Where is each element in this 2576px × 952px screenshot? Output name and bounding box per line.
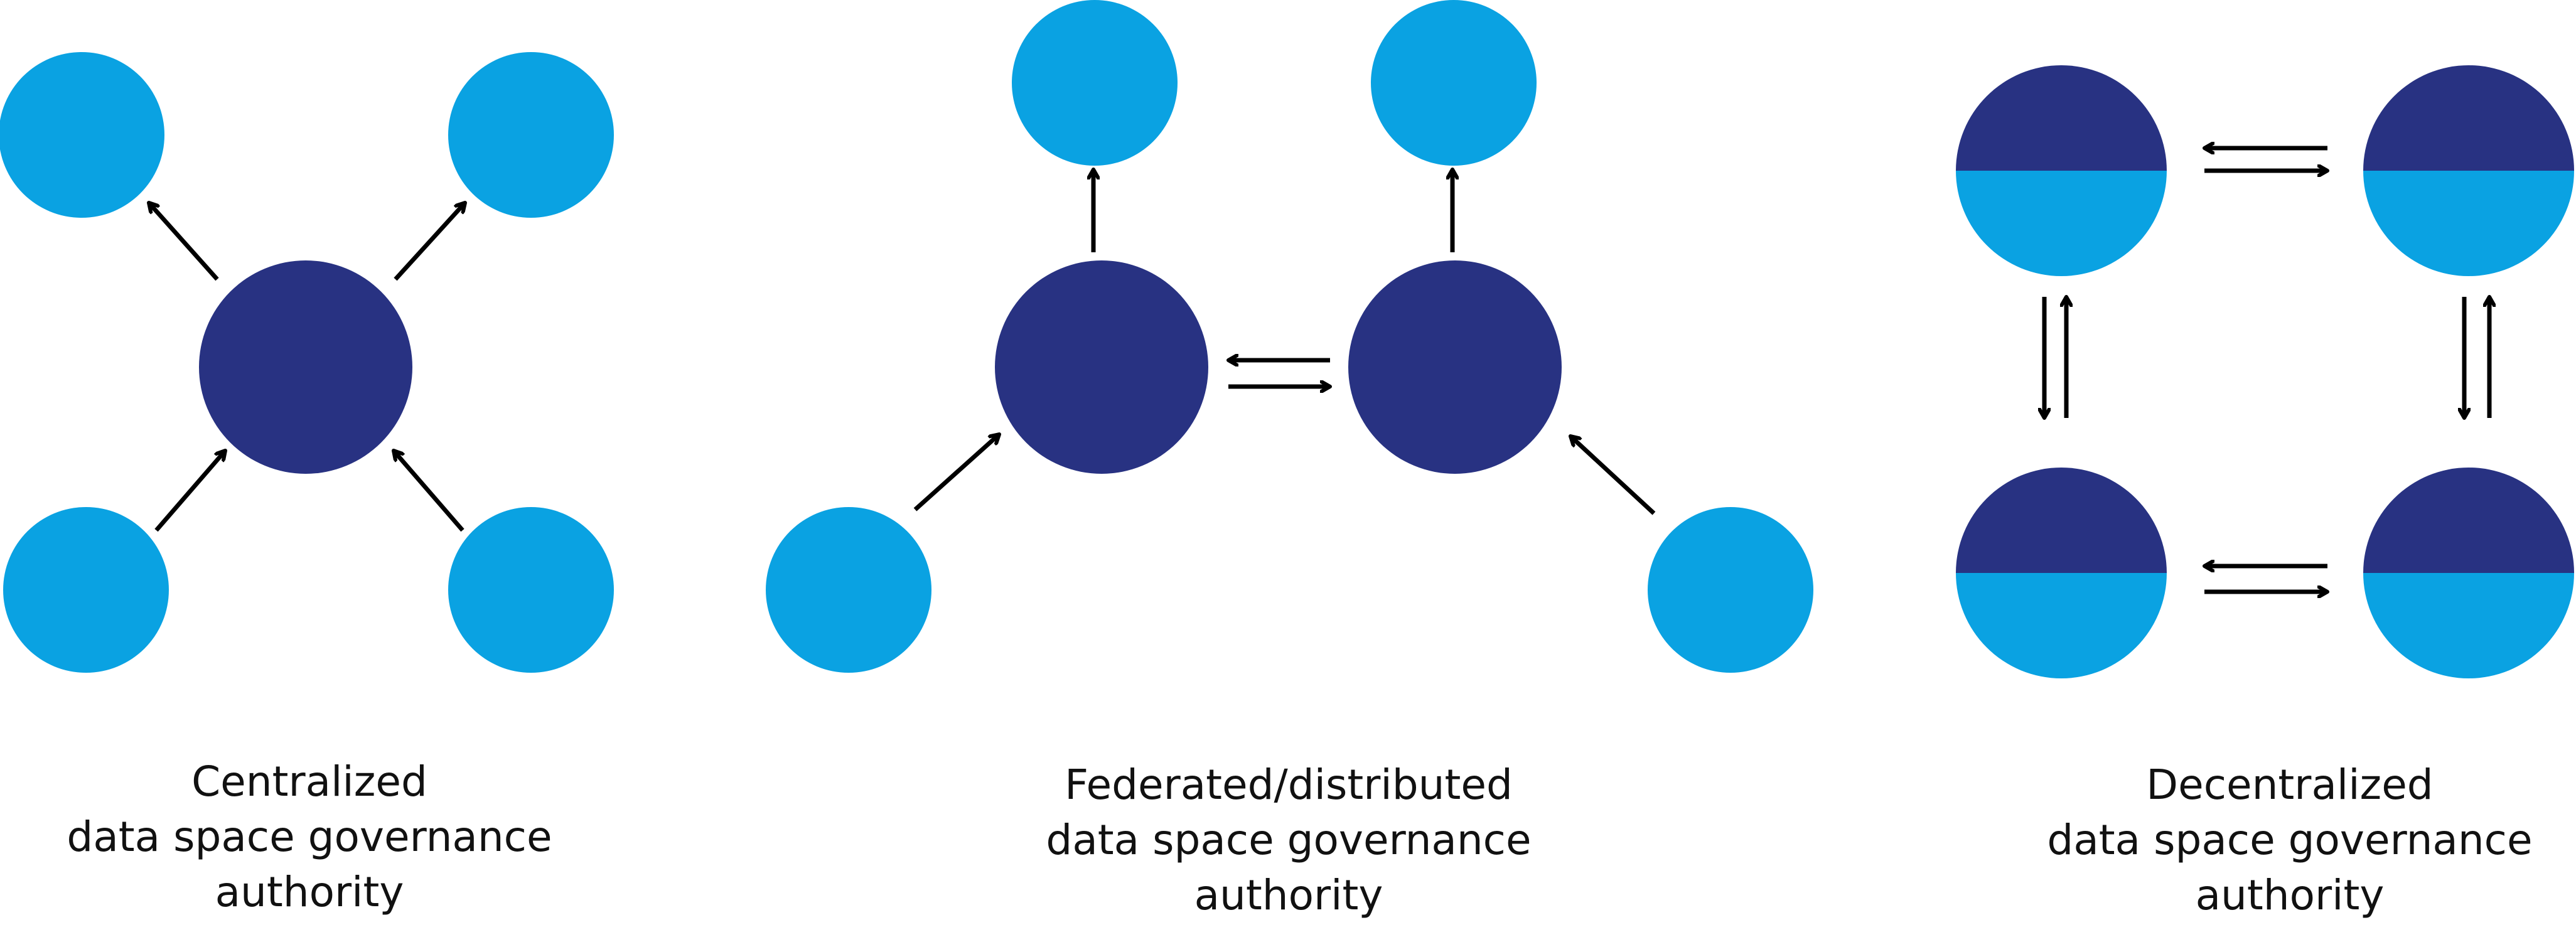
caption-line: Decentralized xyxy=(2146,761,2434,809)
federated-model xyxy=(766,0,1813,673)
caption-decentralized: Decentralized data space governance auth… xyxy=(1976,757,2576,923)
caption-line: Centralized xyxy=(191,757,427,806)
arrow-from-bottom-right xyxy=(1570,436,1656,515)
participant-node-bottom-right xyxy=(1648,507,1813,673)
central-authority-node xyxy=(199,260,412,474)
peer-node-bottom-right xyxy=(2363,468,2574,678)
participant-node-bottom-left xyxy=(766,507,931,673)
peer-node-top-left xyxy=(1956,65,2167,276)
participant-node-top-right xyxy=(1371,0,1537,166)
caption-line: authority xyxy=(1194,871,1383,919)
decentralized-model xyxy=(1956,65,2574,678)
peer-node-bottom-left xyxy=(1956,468,2167,678)
caption-centralized: Centralized data space governance author… xyxy=(0,754,623,920)
arrow-from-bottom-left xyxy=(154,451,225,532)
arrow-to-top-left xyxy=(149,203,219,281)
participant-node-bottom-left xyxy=(3,507,169,673)
participant-node-top-left xyxy=(1012,0,1178,166)
caption-line: Federated/distributed xyxy=(1065,761,1513,809)
caption-line: data space governance xyxy=(1046,816,1532,864)
arrow-from-bottom-left xyxy=(913,434,999,511)
caption-line: data space governance xyxy=(2047,816,2533,864)
peer-node-top-right xyxy=(2363,65,2574,276)
participant-node-top-right xyxy=(448,52,614,218)
caption-line: data space governance xyxy=(67,813,552,861)
caption-line: authority xyxy=(215,868,404,916)
centralized-model xyxy=(0,52,614,673)
arrow-from-bottom-right xyxy=(394,451,464,532)
caption-line: authority xyxy=(2195,871,2385,919)
participant-node-bottom-right xyxy=(448,507,614,673)
participant-node-top-left xyxy=(0,52,164,218)
caption-federated: Federated/distributed data space governa… xyxy=(975,757,1602,923)
authority-node-right xyxy=(1348,260,1562,474)
authority-node-left xyxy=(995,260,1208,474)
arrow-to-top-right xyxy=(394,203,465,281)
